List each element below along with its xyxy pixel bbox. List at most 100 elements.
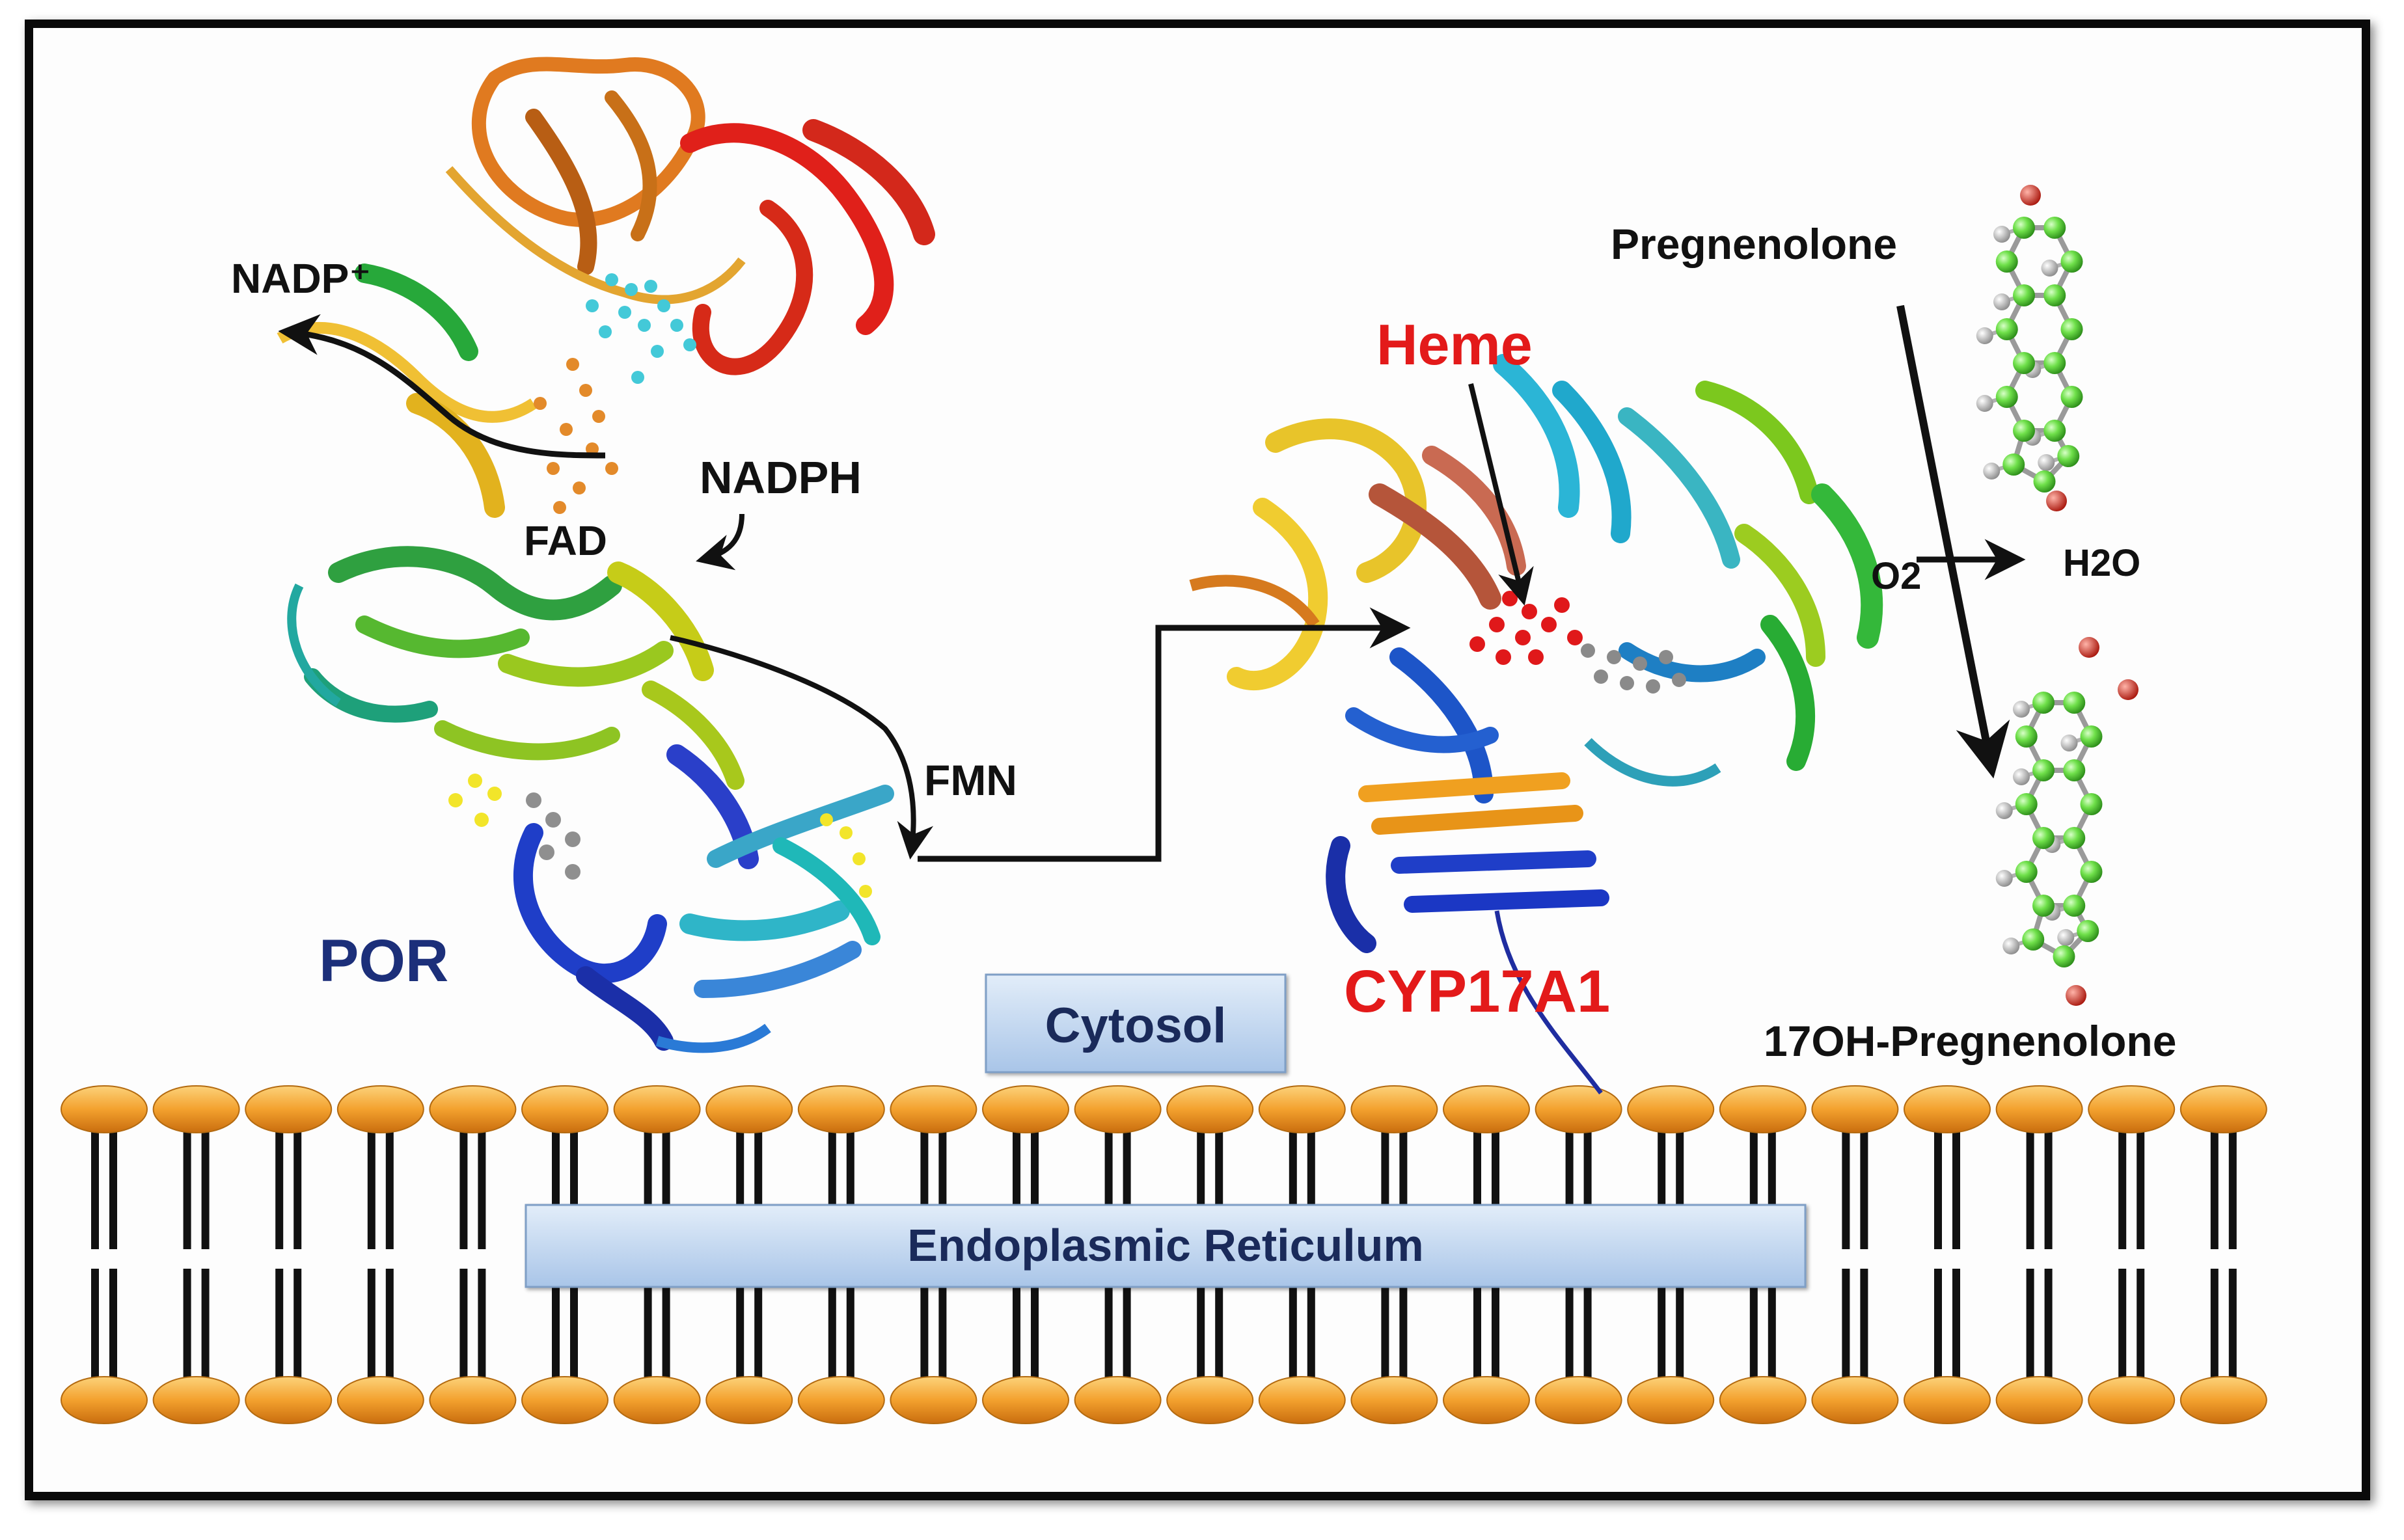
carbon-atom: [2043, 352, 2066, 374]
carbon-atom: [2002, 453, 2025, 476]
carbon-atom: [2015, 725, 2038, 748]
carbon-atom: [2043, 217, 2066, 239]
lipid-bilayer-icon: [61, 1085, 2267, 1424]
lipid-head: [336, 1085, 424, 1133]
lipid-head: [429, 1376, 517, 1424]
lipid-head: [1627, 1376, 1715, 1424]
nadph-binding-arrow: [696, 513, 744, 571]
hydrogen-atom: [1993, 293, 2010, 310]
hydrogen-atom: [1995, 802, 2013, 819]
carbon-atom: [1995, 318, 2018, 340]
carbon-atom: [1995, 386, 2018, 408]
lipid-head: [2088, 1376, 2176, 1424]
lipid-head: [982, 1376, 1069, 1424]
nadp-release-arrow: [278, 314, 606, 459]
lipid-head: [1535, 1376, 1622, 1424]
heme-pointer-arrow: [1468, 383, 1534, 606]
carbon-atom: [2080, 793, 2103, 815]
hydrogen-atom: [1983, 463, 2001, 480]
hydrogen-atom: [1995, 870, 2013, 887]
lipid-head: [1443, 1085, 1530, 1133]
carbon-atom: [2013, 217, 2035, 239]
nadp-plus-label: NADP⁺: [231, 255, 371, 302]
carbon-atom: [2060, 318, 2083, 340]
lipid-head: [245, 1085, 333, 1133]
carbon-atom: [2080, 861, 2103, 883]
lipid-head: [1904, 1085, 1991, 1133]
lipid-head: [521, 1376, 608, 1424]
lipid-head: [705, 1376, 793, 1424]
hydrogen-atom: [2057, 929, 2075, 946]
lipid-head: [2088, 1085, 2176, 1133]
carbon-atom: [2063, 692, 2086, 714]
lipid-head: [1350, 1376, 1438, 1424]
lipid-head: [1719, 1376, 1807, 1424]
carbon-atom: [2032, 827, 2055, 849]
endoplasmic-reticulum-label: Endoplasmic Reticulum: [907, 1220, 1423, 1271]
lipid-head: [521, 1085, 608, 1133]
lipid-head: [1443, 1376, 1530, 1424]
17oh-pregnenolone-ball-stick-icon: [1995, 637, 2138, 1006]
carbon-atom: [2022, 928, 2045, 951]
oxygen-atom: [2066, 985, 2086, 1006]
lipid-head: [613, 1376, 701, 1424]
carbon-atom: [2032, 692, 2055, 714]
fmn-to-heme-electron-arrow: [918, 607, 1411, 862]
lipid-head: [245, 1376, 333, 1424]
lipid-head: [2179, 1085, 2267, 1133]
lipid-head: [797, 1085, 885, 1133]
h2o-label: H2O: [2063, 542, 2140, 584]
lipid-head: [1350, 1085, 1438, 1133]
cyp17a1-ribbon-structure-icon: [1189, 354, 1883, 1095]
lipid-head: [705, 1085, 793, 1133]
pregnenolone-label: Pregnenolone: [1611, 220, 1897, 268]
lipid-head: [613, 1085, 701, 1133]
carbon-atom: [2063, 895, 2086, 917]
fad-to-fmn-arrow: [670, 635, 934, 860]
lipid-head: [1166, 1085, 1254, 1133]
oxygen-atom: [2046, 491, 2067, 511]
lipid-head: [982, 1085, 1069, 1133]
nadph-label: NADPH: [700, 452, 862, 503]
carbon-atom: [2080, 725, 2103, 748]
hydrogen-atom: [1993, 226, 2010, 243]
heme-label: Heme: [1376, 312, 1533, 377]
carbon-atom: [2053, 945, 2075, 967]
hydrogen-atom: [2013, 701, 2030, 718]
cytosol-label: Cytosol: [1045, 998, 1227, 1053]
lipid-head: [152, 1376, 240, 1424]
lipid-head: [2179, 1376, 2267, 1424]
lipid-head: [61, 1376, 148, 1424]
lipid-head: [336, 1376, 424, 1424]
cytosol-box: [985, 973, 1287, 1074]
carbon-atom: [2063, 827, 2086, 849]
lipid-head: [1258, 1376, 1346, 1424]
carbon-atom: [2060, 250, 2083, 273]
lipid-head: [1719, 1085, 1807, 1133]
carbon-atom: [2077, 920, 2099, 942]
carbon-atom: [2032, 759, 2055, 781]
lipid-head: [1535, 1085, 1622, 1133]
lipid-head: [61, 1085, 148, 1133]
lipid-head: [429, 1085, 517, 1133]
hydrogen-atom: [1976, 395, 1993, 412]
carbon-atom: [1995, 250, 2018, 273]
o2-label: O2: [1871, 555, 1921, 597]
lipid-head: [797, 1376, 885, 1424]
lipid-head: [1166, 1376, 1254, 1424]
lipid-head: [890, 1085, 977, 1133]
lipid-head: [1074, 1376, 1162, 1424]
pregnenolone-ball-stick-icon: [1976, 185, 2083, 511]
carbon-atom: [2013, 284, 2035, 306]
carbon-atom: [2013, 352, 2035, 374]
por-label: POR: [319, 928, 448, 994]
lipid-head: [890, 1376, 977, 1424]
lipid-head: [1995, 1376, 2083, 1424]
lipid-head: [152, 1085, 240, 1133]
reaction-arrow: [1896, 304, 2010, 779]
carbon-atom: [2033, 470, 2056, 493]
carbon-atom: [2063, 759, 2086, 781]
lipid-head: [1627, 1085, 1715, 1133]
carbon-atom: [2032, 895, 2055, 917]
